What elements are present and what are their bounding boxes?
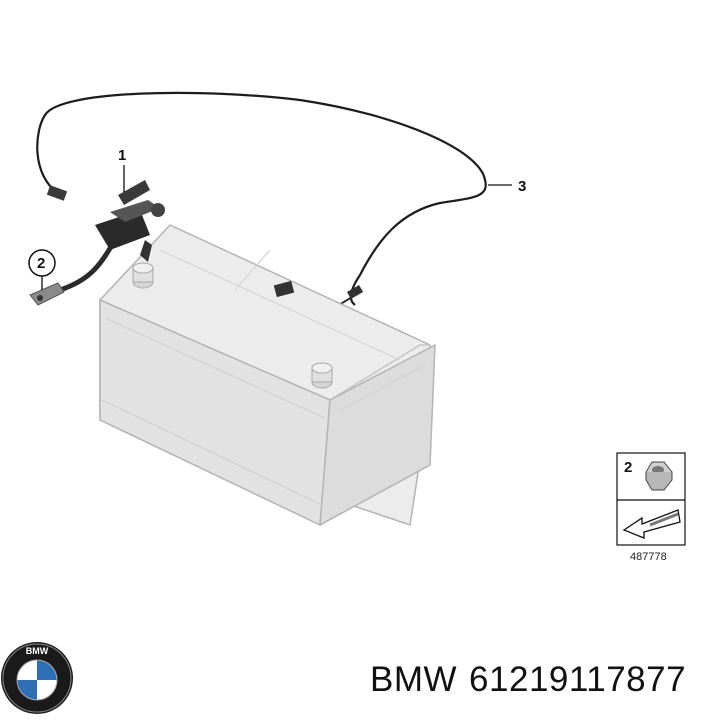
battery (99, 224, 436, 527)
battery-sensor-clamp (95, 180, 165, 262)
hex-nut-icon (645, 461, 673, 491)
callout-1: 1 (118, 147, 126, 164)
sensor-connector-mid (346, 285, 364, 299)
callout-2: 2 (37, 255, 45, 272)
nut-inset: 2 487778 (616, 452, 686, 563)
sensor-cable (36, 91, 487, 306)
callout-3: 3 (518, 178, 526, 195)
sensor-connector-left (46, 185, 68, 201)
bmw-logo-letters: BMW (26, 646, 49, 656)
bmw-logo: BMW (1, 642, 73, 714)
inset-label: 2 (624, 459, 632, 476)
brand-name: BMW (370, 660, 458, 699)
sensor-connector-right (273, 280, 295, 298)
install-arrow-icon (622, 509, 681, 539)
inset-reference-number: 487778 (630, 551, 667, 563)
ground-cable (29, 243, 115, 306)
part-number: 61219117877 (469, 660, 687, 699)
brand-part-number: BMW 61219117877 (370, 660, 698, 700)
